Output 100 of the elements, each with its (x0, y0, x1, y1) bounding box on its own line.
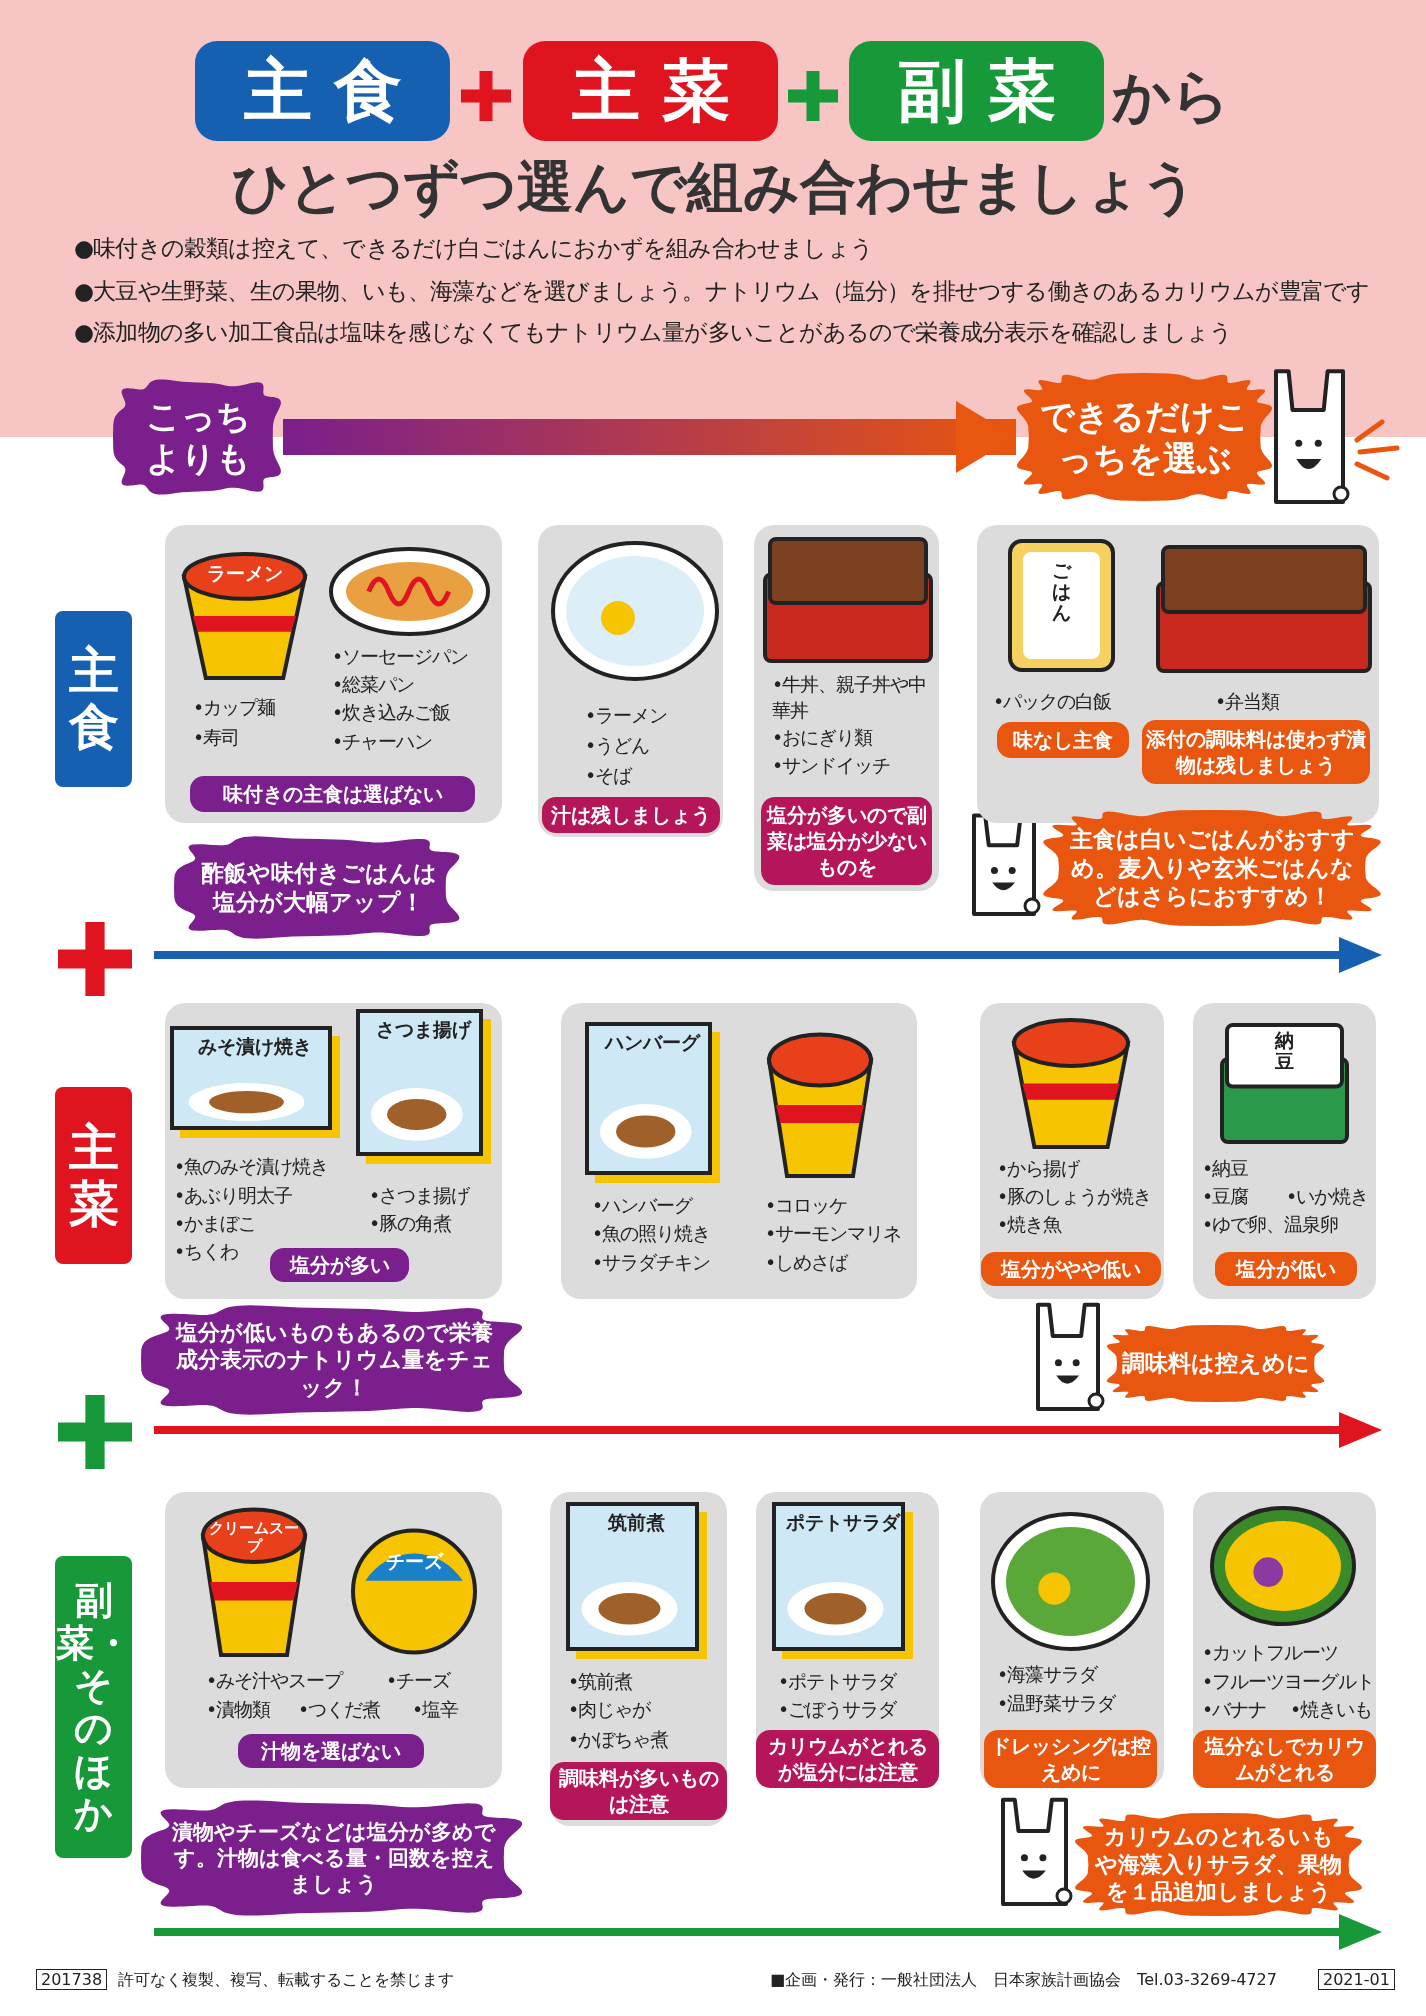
category-badge: 副菜 (849, 41, 1104, 141)
food-item: •筑前煮 (568, 1669, 633, 1694)
category-tab: 主食 (55, 611, 132, 787)
code-number: 201738 (36, 1969, 108, 1990)
food-item: •牛丼、親子丼や中華丼 (772, 672, 928, 723)
tag-pill: 塩分がやや低い (981, 1252, 1161, 1286)
callout-text: 塩分が低いものもあるので栄養成分表示のナトリウム量をチェック！ (174, 1318, 494, 1402)
bullet-note: ●添加物の多い加工食品は塩味を感じなくてもナトリウム量が多いことがあるので栄養成分表示を確認しましょう (74, 318, 1233, 347)
callout-bubble (1042, 810, 1382, 926)
food-item: •さつま揚げ (369, 1183, 470, 1208)
package-label: さつま揚げ (375, 1019, 473, 1041)
package-label: みそ漬け焼き (197, 1036, 313, 1058)
callout-bubble (1074, 1813, 1363, 1916)
food-item: •コロッケ (765, 1193, 848, 1218)
food-card (977, 525, 1379, 823)
food-item: •サラダチキン (592, 1250, 711, 1275)
callout-text: こっちよりも (144, 394, 252, 480)
tag-pill: 調味料が多いものは注意 (550, 1762, 727, 1820)
food-item: •みそ汁やスープ (206, 1668, 343, 1693)
callout-text: 調味料は控えめに (1120, 1349, 1311, 1379)
category-badge: 主食 (195, 41, 450, 141)
food-item: •フルーツヨーグルト (1202, 1669, 1375, 1694)
callout-text: 酢飯や味付きごはんは塩分が大幅アップ！ (199, 858, 438, 917)
food-item: •豚の角煮 (369, 1211, 452, 1236)
food-card (1193, 1003, 1376, 1299)
title: ひとつずつ選んで組み合わせましょう (231, 153, 1199, 221)
category-tab: 主菜 (55, 1087, 132, 1264)
food-item: •しめさば (765, 1250, 848, 1275)
food-card (756, 1492, 939, 1788)
package-label: ハンバーグ (603, 1032, 702, 1054)
food-card (165, 1003, 502, 1299)
package-label: ごはん (1051, 560, 1073, 623)
tag-pill: 添付の調味料は使わず漬物は残しましょう (1142, 720, 1370, 784)
food-card (165, 525, 502, 823)
food-item: •ゆで卵、温泉卵 (1202, 1212, 1339, 1237)
food-item: •バナナ (1202, 1697, 1267, 1722)
package-label: ラーメン (205, 563, 284, 586)
package-label: ポテトサラダ (784, 1512, 902, 1534)
food-item: •豚のしょうが焼き (997, 1184, 1152, 1209)
callout-text: 漬物やチーズなどは塩分が多めです。汁物は食べる量・回数を控えましょう (171, 1818, 497, 1899)
food-item: •魚の照り焼き (592, 1221, 711, 1246)
food-card (980, 1003, 1164, 1299)
callout-text: 主食は白いごはんがおすすめ。麦入りや玄米ごはんなどはさらにおすすめ！ (1068, 824, 1356, 912)
tag-pill: 味なし主食 (997, 722, 1129, 758)
food-item: •ごぼうサラダ (778, 1697, 897, 1722)
bullet-note: ●大豆や生野菜、生の果物、いも、海藻などを選びましょう。ナトリウム（塩分）を排せつする働きのあるカリウムが豊富です (74, 277, 1370, 306)
publisher-note: ■企画・発行：一般社団法人 日本家族計画協会 Tel.03-3269-4727 (770, 1970, 1277, 1991)
food-item: •漬物類 (206, 1697, 271, 1722)
bullet-note: ●味付きの穀類は控えて、できるだけ白ごはんにおかずを組み合わせましょう (74, 234, 874, 263)
food-card (561, 1003, 917, 1299)
food-item: •サンドイッチ (772, 753, 891, 778)
food-item: •カットフルーツ (1202, 1640, 1339, 1665)
package-label: 筑前煮 (607, 1512, 666, 1534)
callout-bubble (1106, 1325, 1325, 1402)
food-item: •海藻サラダ (997, 1662, 1098, 1687)
food-card (980, 1492, 1164, 1788)
tag-pill: 味付きの主食は選ばない (190, 776, 475, 812)
category-badge: 主菜 (523, 41, 778, 141)
food-item: •炊き込みご飯 (332, 700, 451, 725)
food-item: •納豆 (1202, 1156, 1249, 1181)
copyright-note: 許可なく複製、複写、転載することを禁じます (118, 1970, 454, 1991)
tag-pill: 塩分が多いので副菜は塩分が少ないものを (761, 797, 932, 885)
tag-pill: 汁は残しましょう (542, 797, 720, 833)
food-card (754, 525, 939, 891)
food-item: •ソーセージパン (332, 644, 469, 669)
food-item: •魚のみそ漬け焼き (174, 1154, 329, 1179)
food-item: •かぼちゃ煮 (568, 1727, 669, 1752)
tag-pill: カリウムがとれるが塩分には注意 (756, 1730, 939, 1788)
food-item: •うどん (585, 733, 650, 758)
food-item: •温野菜サラダ (997, 1691, 1116, 1716)
food-item: •あぶり明太子 (174, 1183, 293, 1208)
package-label: 納豆 (1273, 1030, 1295, 1072)
callout-bubble (1016, 373, 1273, 501)
food-item: •焼きいも (1290, 1697, 1373, 1722)
callout-text: カリウムのとれるいもや海藻入りサラダ、果物を１品追加しましょう (1094, 1823, 1343, 1907)
food-item: •そば (585, 763, 632, 788)
food-item: •ちくわ (174, 1239, 239, 1264)
food-item: •つくだ煮 (298, 1697, 381, 1722)
food-item: •チャーハン (332, 729, 433, 754)
food-item: •おにぎり類 (772, 725, 873, 750)
callout-bubble (113, 379, 283, 495)
food-item: •焼き魚 (997, 1212, 1062, 1237)
food-item: •豆腐 (1202, 1184, 1249, 1209)
tag-pill: 塩分が低い (1215, 1252, 1357, 1286)
food-item: •から揚げ (997, 1156, 1080, 1181)
food-item: •塩辛 (412, 1697, 459, 1722)
food-item: •パックの白飯 (993, 689, 1112, 714)
food-card (550, 1492, 727, 1826)
heading-text: から (1112, 61, 1230, 132)
food-card (538, 525, 723, 837)
food-item: •チーズ (386, 1668, 451, 1693)
food-item: •ハンバーグ (592, 1193, 693, 1218)
food-item: •いか焼き (1286, 1184, 1369, 1209)
food-item: •弁当類 (1215, 689, 1280, 714)
tag-pill: 塩分なしでカリウムがとれる (1193, 1730, 1376, 1788)
gradient-arrow (283, 401, 1016, 473)
food-item: •カップ麺 (193, 695, 276, 720)
food-card (1193, 1492, 1376, 1788)
package-label: チーズ (384, 1551, 445, 1573)
food-item: •ポテトサラダ (778, 1669, 897, 1694)
